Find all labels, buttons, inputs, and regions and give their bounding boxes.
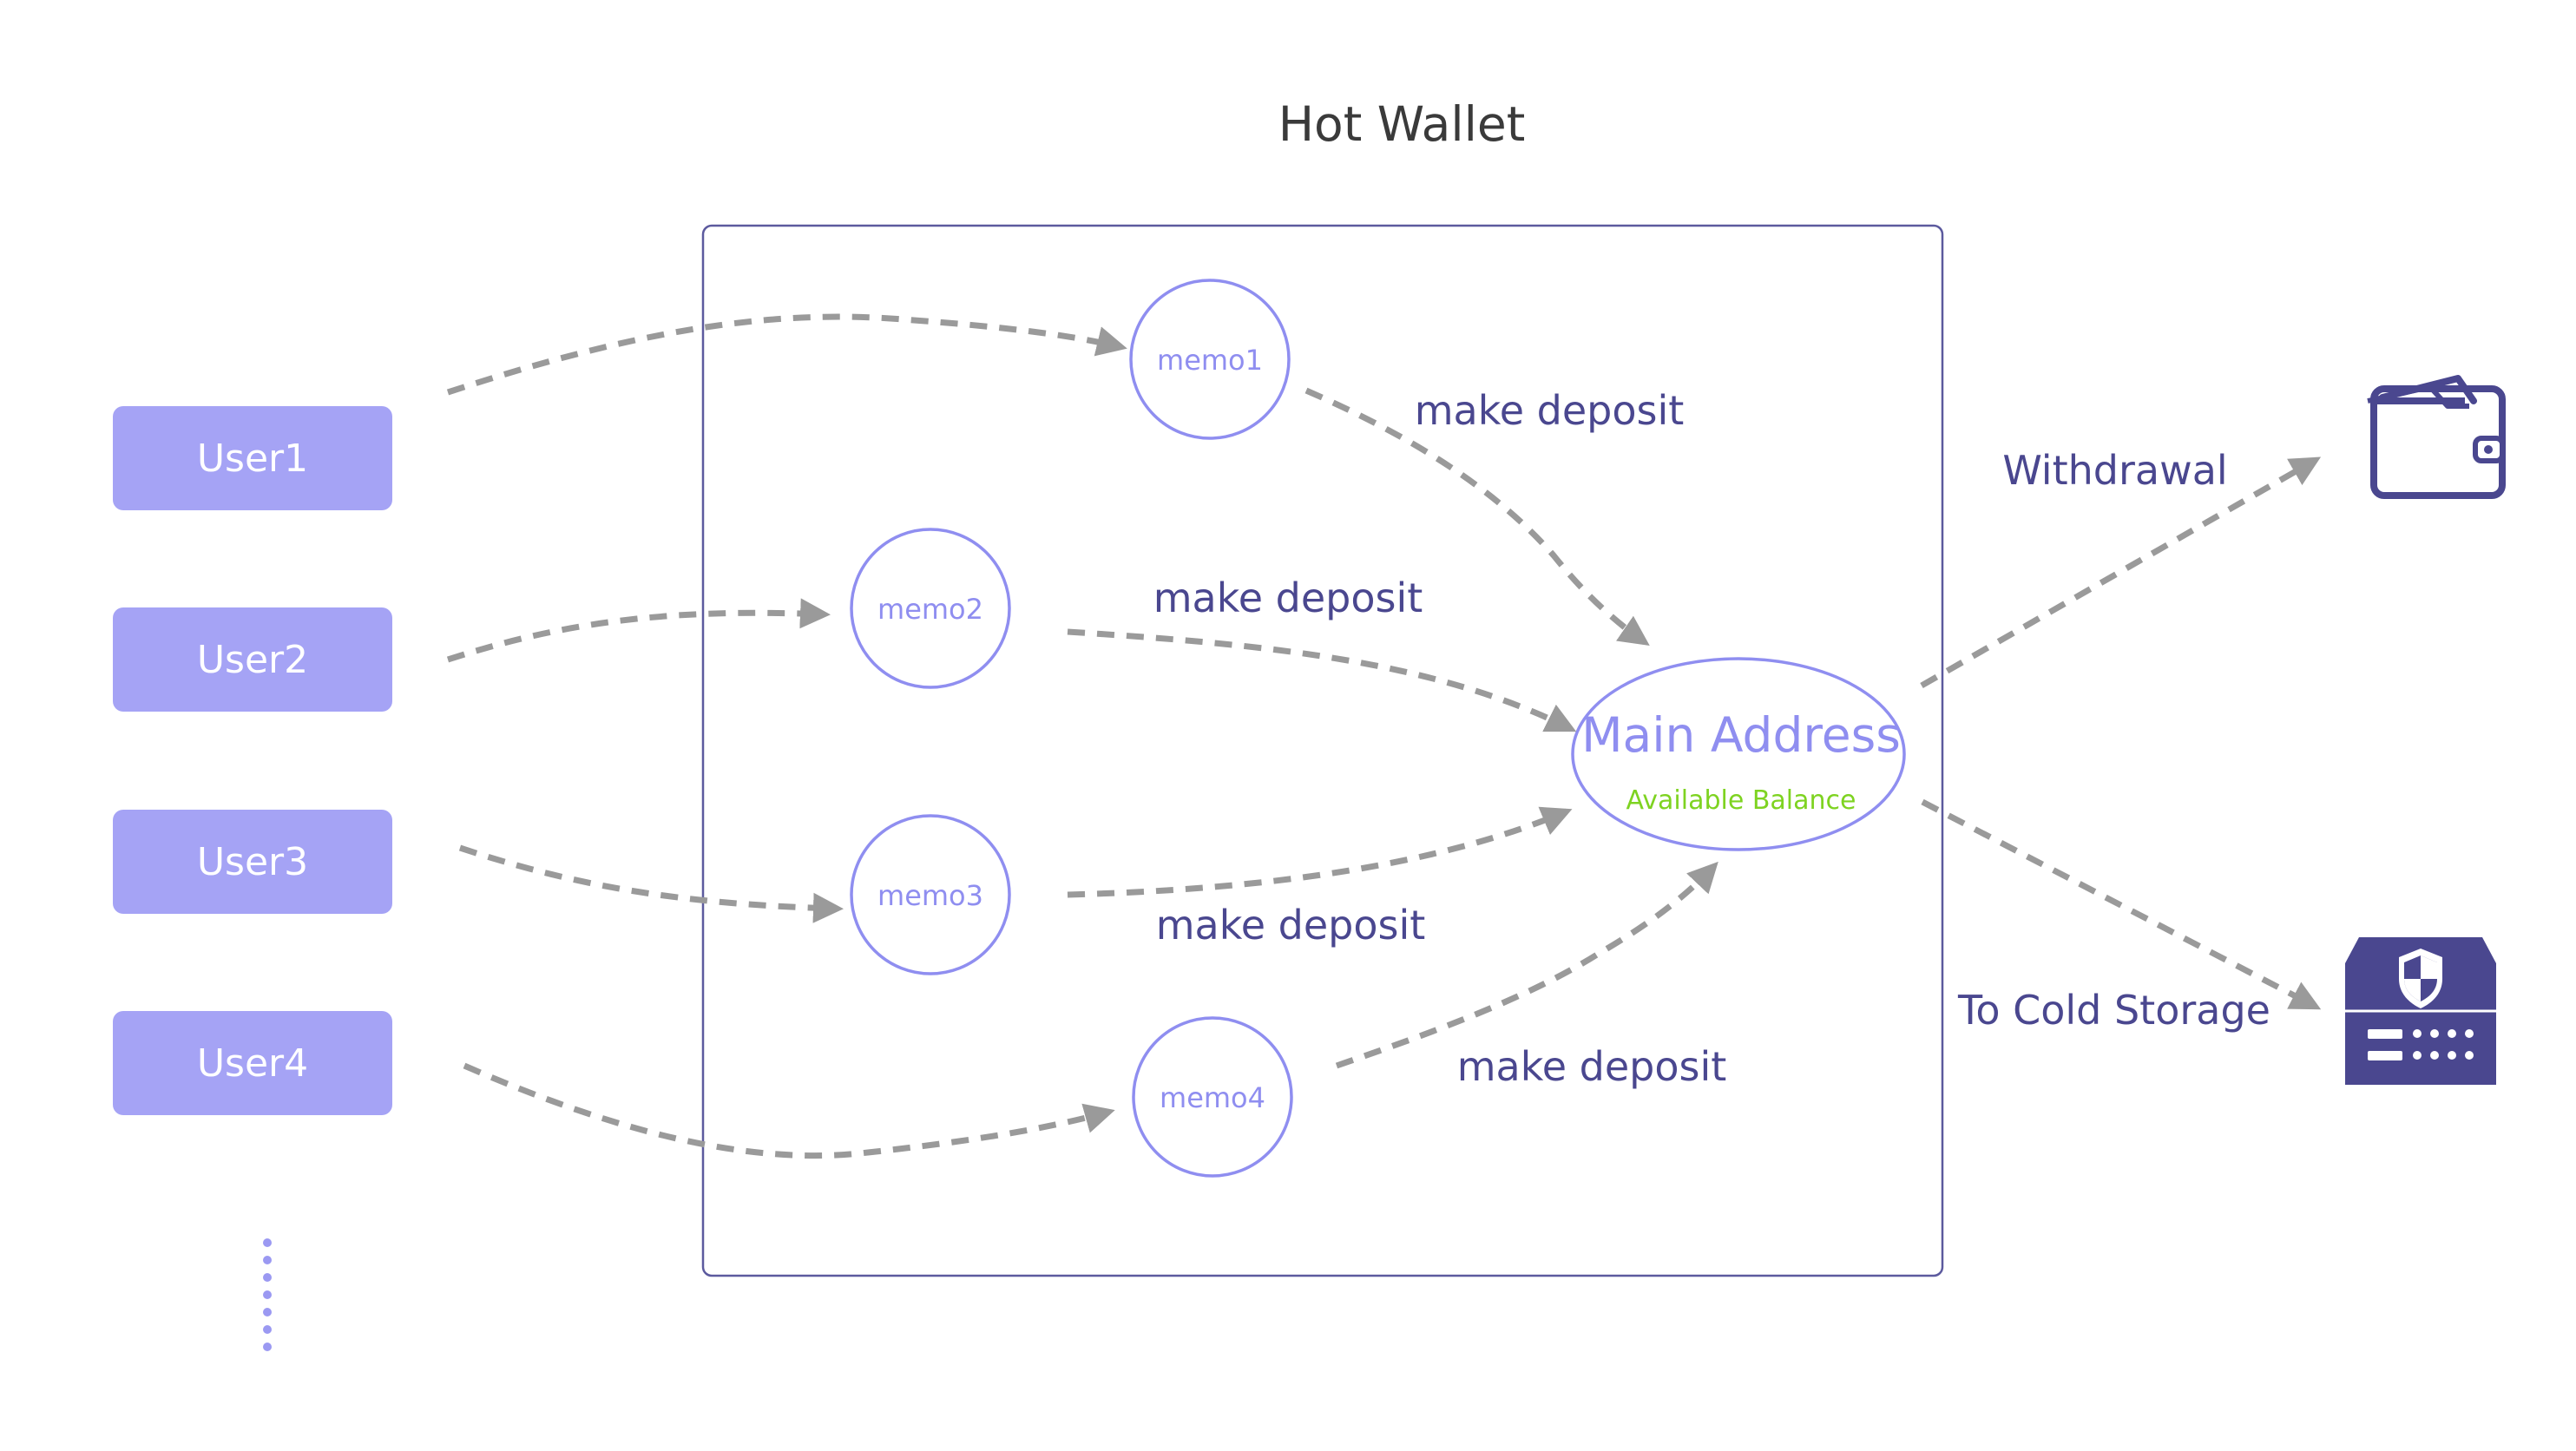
main-address-label: Main Address xyxy=(1581,707,1901,763)
user-box-3[interactable]: User3 xyxy=(113,810,392,914)
user-label: User4 xyxy=(197,1041,308,1086)
vertical-ellipsis-icon xyxy=(263,1238,272,1351)
withdrawal-label: Withdrawal xyxy=(2002,447,2227,494)
available-balance-label: Available Balance xyxy=(1626,785,1856,816)
wallet-icon[interactable] xyxy=(2367,375,2506,499)
arrow-user1-to-memo1 xyxy=(446,313,1127,396)
arrow-memo2-to-main xyxy=(1067,628,1577,732)
main-address-node[interactable]: Main Address Available Balance xyxy=(1571,657,1906,851)
memo-label: memo2 xyxy=(877,593,983,626)
memo-label: memo4 xyxy=(1160,1081,1265,1114)
arrow-memo3-to-main xyxy=(1067,806,1573,898)
arrow-main-to-withdrawal xyxy=(1920,456,2322,689)
user-box-1[interactable]: User1 xyxy=(113,406,392,510)
cold-storage-label: To Cold Storage xyxy=(1957,987,2270,1034)
arrow-memo1-to-main xyxy=(1304,387,1650,646)
memo-label: memo3 xyxy=(877,879,983,912)
hot-wallet-container xyxy=(701,224,1944,1277)
arrow-user2-to-memo2 xyxy=(446,598,831,663)
memo-node-4[interactable]: memo4 xyxy=(1132,1016,1293,1178)
shield-safe-icon[interactable] xyxy=(2345,937,2496,1085)
diagram-title: Hot Wallet xyxy=(1278,96,1526,152)
deposit-label-1: make deposit xyxy=(1415,387,1685,434)
deposit-label-4: make deposit xyxy=(1457,1043,1727,1090)
user-box-4[interactable]: User4 xyxy=(113,1011,392,1115)
arrow-user3-to-memo3 xyxy=(458,844,844,923)
deposit-label-3: make deposit xyxy=(1156,902,1426,949)
user-label: User1 xyxy=(197,437,308,481)
memo-node-1[interactable]: memo1 xyxy=(1129,279,1291,440)
user-label: User3 xyxy=(197,840,308,884)
memo-node-3[interactable]: memo3 xyxy=(850,814,1011,975)
arrow-main-to-cold-storage xyxy=(1921,798,2322,1010)
memo-label: memo1 xyxy=(1157,344,1263,377)
user-label: User2 xyxy=(197,638,308,682)
arrow-user4-to-memo4 xyxy=(463,1062,1115,1159)
deposit-label-2: make deposit xyxy=(1153,574,1423,621)
user-box-2[interactable]: User2 xyxy=(113,607,392,712)
memo-node-2[interactable]: memo2 xyxy=(850,528,1011,689)
arrow-memo4-to-main xyxy=(1335,861,1718,1069)
